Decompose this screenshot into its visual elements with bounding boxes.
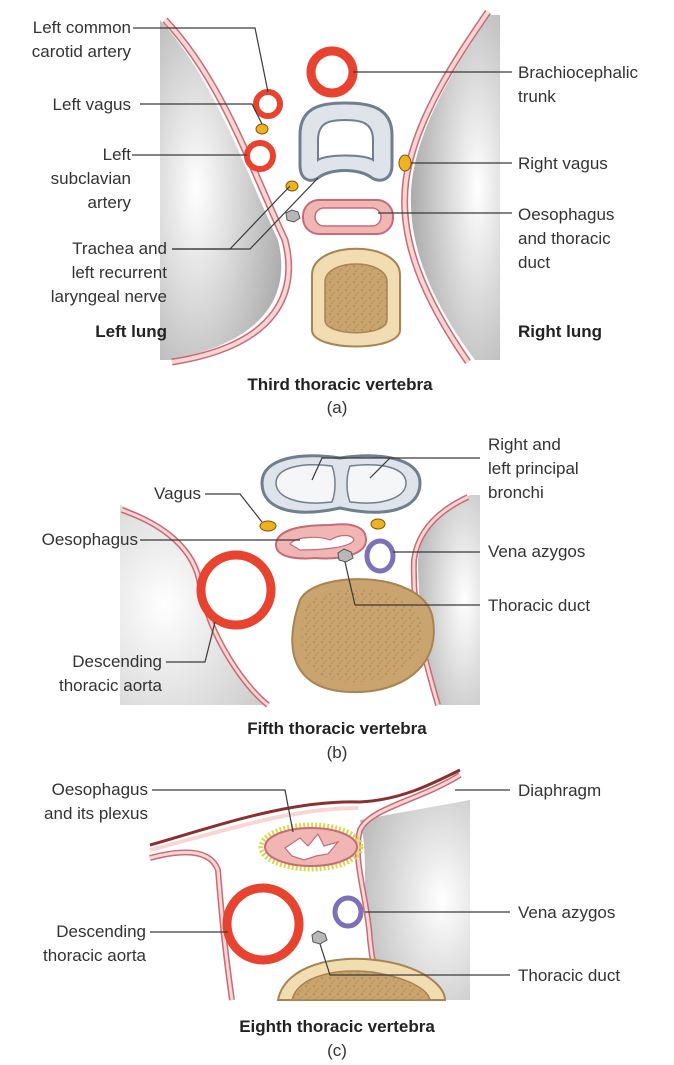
label-left-common-carotid-1: Left common: [33, 18, 131, 37]
panel-a-caption: (a): [327, 398, 348, 417]
label-oesophagus-duct-2: and thoracic: [518, 229, 611, 248]
label-oesophagus-plexus-1: Oesophagus: [52, 780, 148, 799]
label-thoracic-duct-c: Thoracic duct: [518, 966, 620, 985]
panel-a-title: Third thoracic vertebra: [247, 375, 433, 394]
panel-b-caption: (b): [327, 743, 348, 762]
vena-azygos-c: [335, 898, 361, 926]
label-left-subclavian-3: artery: [88, 193, 132, 212]
left-recurrent-laryngeal-nerve: [286, 181, 298, 191]
label-bronchi-1: Right and: [488, 435, 561, 454]
label-diaphragm: Diaphragm: [518, 781, 601, 800]
left-common-carotid-artery: [256, 92, 280, 116]
label-brachiocephalic-2: trunk: [518, 87, 556, 106]
label-brachiocephalic-1: Brachiocephalic: [518, 63, 639, 82]
label-vagus: Vagus: [154, 484, 201, 503]
label-thoracic-duct-b: Thoracic duct: [488, 596, 590, 615]
label-trachea-rln-1: Trachea and: [72, 239, 167, 258]
label-oesophagus-b: Oesophagus: [42, 530, 138, 549]
left-subclavian-artery: [247, 143, 273, 169]
label-descending-aorta-b-1: Descending: [72, 652, 162, 671]
panel-b: Right and left principal bronchi Vagus O…: [42, 435, 591, 762]
label-left-vagus: Left vagus: [53, 95, 131, 114]
vagus-nerve-left: [260, 521, 276, 531]
svg-text:Left common: Left common: [33, 18, 131, 37]
right-vagus-nerve: [399, 155, 411, 171]
label-right-vagus: Right vagus: [518, 154, 608, 173]
label-left-subclavian-1: Left: [103, 145, 132, 164]
label-bronchi-3: bronchi: [488, 483, 544, 502]
panel-a: Left common carotid artery Left vagus Le…: [32, 12, 639, 417]
label-descending-aorta-c-1: Descending: [56, 922, 146, 941]
vena-azygos-b: [367, 541, 393, 571]
panel-c: Oesophagus and its plexus Diaphragm Vena…: [43, 770, 620, 1060]
label-trachea-rln-2: left recurrent: [72, 263, 168, 282]
thoracic-duct-c: [312, 931, 327, 944]
left-vagus-nerve: [256, 124, 268, 134]
label-vena-azygos-b: Vena azygos: [488, 542, 585, 561]
label-bronchi-2: left principal: [488, 459, 579, 478]
label-descending-aorta-b-2: thoracic aorta: [59, 676, 163, 695]
label-right-lung: Right lung: [518, 322, 602, 341]
label-left-subclavian-2: subclavian: [51, 169, 131, 188]
panel-c-title: Eighth thoracic vertebra: [239, 1017, 435, 1036]
label-left-lung: Left lung: [95, 322, 167, 341]
label-trachea-rln-3: laryngeal nerve: [51, 287, 167, 306]
label-oesophagus-duct-3: duct: [518, 253, 550, 272]
vagus-nerve-right: [371, 519, 385, 529]
brachiocephalic-trunk: [311, 51, 353, 93]
label-oesophagus-duct-1: Oesophagus: [518, 205, 614, 224]
panel-c-caption: (c): [327, 1041, 347, 1060]
svg-text:carotid artery: carotid artery: [32, 42, 132, 61]
descending-aorta-b: [201, 555, 271, 625]
descending-aorta-c: [227, 888, 299, 960]
label-vena-azygos-c: Vena azygos: [518, 903, 615, 922]
panel-b-title: Fifth thoracic vertebra: [247, 719, 427, 738]
label-oesophagus-plexus-2: and its plexus: [44, 804, 148, 823]
thoracic-duct: [286, 210, 300, 222]
label-left-common-carotid-2: carotid artery: [32, 42, 132, 61]
label-descending-aorta-c-2: thoracic aorta: [43, 946, 147, 965]
